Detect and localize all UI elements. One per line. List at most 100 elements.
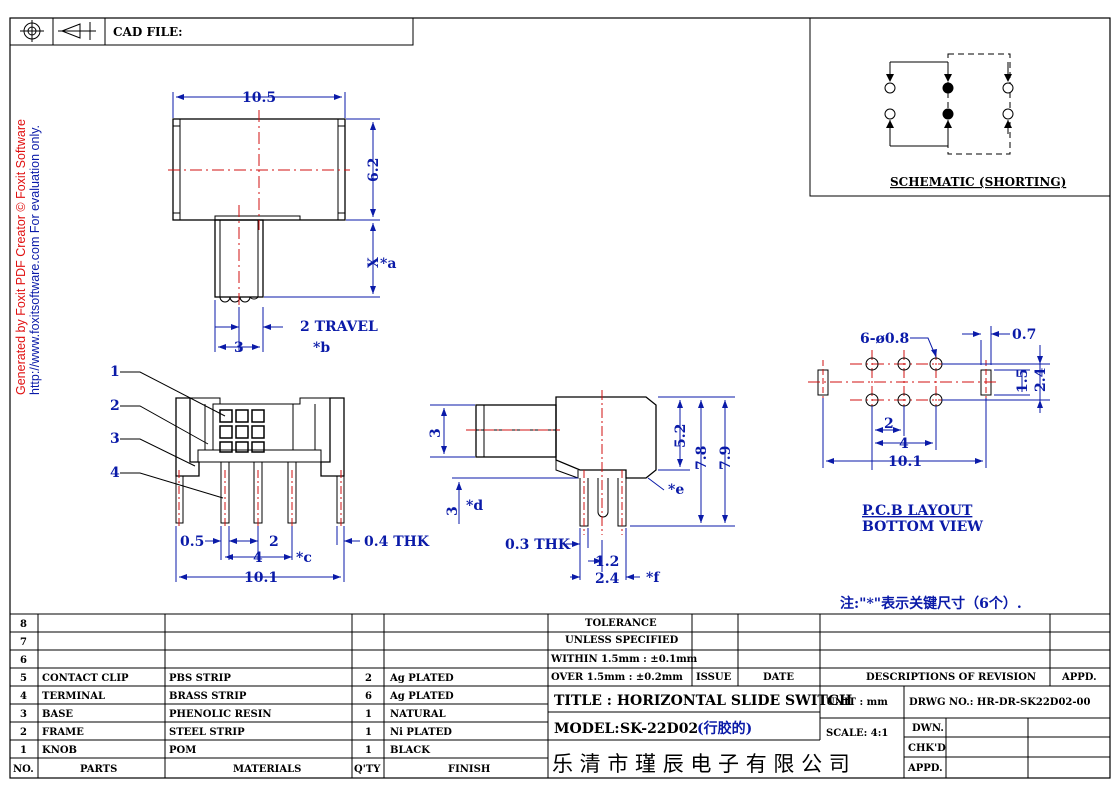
tolerance-l3: WITHIN 1.5mm : ±0.1mm <box>550 654 698 665</box>
pcb-15-dim: 1.5 <box>1015 369 1031 393</box>
rev-issue-label: ISSUE <box>696 672 732 683</box>
pcb-caption1: P.C.B LAYOUT <box>862 503 973 519</box>
side-79-dim: 7.9 <box>718 446 734 470</box>
bom-row-part: FRAME <box>42 727 84 738</box>
model-cn: (行胶的) <box>697 720 752 737</box>
bom-row-no: 5 <box>20 673 27 684</box>
bom-row-qty: 6 <box>365 691 372 702</box>
scale-label: SCALE: 4:1 <box>826 728 888 739</box>
bom-row-material: STEEL STRIP <box>169 727 245 738</box>
bom-head-part: PARTS <box>80 764 117 775</box>
side-52-dim: 5.2 <box>673 424 689 448</box>
watermark: Generated by Foxit PDF Creator © Foxit S… <box>14 119 42 395</box>
front-overall-dim: 10.1 <box>244 570 278 586</box>
front-c-note: *c <box>296 550 312 566</box>
schematic-caption: SCHEMATIC (SHORTING) <box>890 175 1066 189</box>
company-name: 乐 清 市 瑾 辰 电 子 有 限 公 司 <box>552 752 850 776</box>
bom-row-finish: Ag PLATED <box>389 691 454 702</box>
pcb-holes-dim: 6-ø0.8 <box>860 331 909 347</box>
front-thk-dim: 0.4 THK <box>364 534 430 550</box>
top-view: 10.5 6.2 X *a 2 TRAVEL *b 3 <box>168 90 396 356</box>
side-view: 3 5.2 7.8 7.9 *e 3 *d 0.3 THK 1.2 <box>428 390 735 587</box>
bom-head-no: NO. <box>13 764 34 775</box>
travel-note: *b <box>313 340 330 356</box>
bom-row-finish: BLACK <box>390 745 430 756</box>
bom-row-material: BRASS STRIP <box>169 691 247 702</box>
bom-row-part: TERMINAL <box>42 691 105 702</box>
rev-desc-label: DESCRIPTIONS OF REVISION <box>866 672 1036 683</box>
side-78-dim: 7.8 <box>694 446 710 470</box>
pcb-layout: 6-ø0.8 0.7 1.5 2.4 2 4 10. <box>808 326 1050 535</box>
bom-row-qty: 1 <box>365 745 372 756</box>
pcb-caption2: BOTTOM VIEW <box>862 519 983 535</box>
bom-head-finish: FINISH <box>448 764 490 775</box>
side-thk-dim: 0.3 THK <box>505 537 571 553</box>
travel-dim: 2 TRAVEL <box>300 319 378 335</box>
bom-row-finish: Ag PLATED <box>389 673 454 684</box>
bom-row-no: 7 <box>20 637 27 648</box>
cad-header: CAD FILE: <box>9 17 414 46</box>
appd-label: APPD. <box>907 763 943 774</box>
knob-width-dim: 3 <box>234 340 244 356</box>
drwg-number: DRWG NO.: HR-DR-SK22D02-00 <box>909 697 1091 708</box>
top-width-dim: 10.5 <box>242 90 276 106</box>
front-05-dim: 0.5 <box>180 534 204 550</box>
bom-row-part: CONTACT CLIP <box>42 673 129 684</box>
pcb-101-dim: 10.1 <box>888 454 922 470</box>
projection-symbol-icon <box>20 20 96 42</box>
bom-row-no: 2 <box>20 727 27 738</box>
unit-label: UNIT : mm <box>826 697 888 708</box>
pcb-4-dim: 4 <box>899 436 909 452</box>
schematic-diagram: SCHEMATIC (SHORTING) <box>809 17 1111 197</box>
bom-row-material: PBS STRIP <box>169 673 231 684</box>
side-12-dim: 1.2 <box>595 554 619 570</box>
side-f-note: *f <box>646 570 660 586</box>
bom-row-no: 4 <box>20 691 27 702</box>
bom-row-no: 6 <box>20 655 27 666</box>
bom-row-qty: 2 <box>365 673 372 684</box>
watermark-line2: http://www.foxitsoftware.com For evaluat… <box>28 125 42 395</box>
callout-1: 1 <box>110 364 120 380</box>
model-label: MODEL: <box>554 721 620 737</box>
side-d-note: *d <box>466 498 483 514</box>
front-2-dim: 2 <box>269 534 279 550</box>
side-3b-dim: 3 <box>445 506 461 516</box>
sheet-border <box>9 17 1111 779</box>
side-24-dim: 2.4 <box>595 571 620 587</box>
tolerance-l2: UNLESS SPECIFIED <box>565 635 679 646</box>
chkd-label: CHK'D <box>908 743 946 754</box>
bom-table: 8 7 6 5 CONTACT CLIP PBS STRIP 2 Ag PLAT… <box>10 613 1110 778</box>
callout-2: 2 <box>110 398 120 414</box>
bom-row-no: 1 <box>20 745 27 756</box>
rev-appd-label: APPD. <box>1061 672 1097 683</box>
bom-row-finish: NATURAL <box>390 709 446 720</box>
side-3-dim: 3 <box>428 428 444 438</box>
knob-grid <box>219 409 265 453</box>
bom-head-qty: Q'TY <box>354 764 381 775</box>
top-height-dim: 6.2 <box>366 158 382 182</box>
pcb-07-dim: 0.7 <box>1012 327 1036 343</box>
bom-row-no: 3 <box>20 709 27 720</box>
bom-head-material: MATERIALS <box>233 764 301 775</box>
tolerance-l1: TOLERANCE <box>585 618 657 629</box>
callout-4: 4 <box>110 465 120 481</box>
top-x-note: *a <box>380 256 396 272</box>
bom-row-material: POM <box>169 745 196 756</box>
bom-row-part: KNOB <box>42 745 77 756</box>
bom-row-qty: 1 <box>365 709 372 720</box>
model-number: SK-22D02 <box>620 721 698 737</box>
front-view: 1 2 3 4 0.5 2 0.4 THK 4 *c 10.1 <box>110 364 430 586</box>
bom-row-part: BASE <box>42 709 73 720</box>
side-e-note: *e <box>668 482 684 498</box>
bom-row-no: 8 <box>20 619 27 630</box>
cad-file-label: CAD FILE: <box>113 25 183 39</box>
key-dimension-note: 注:"*"表示关键尺寸（6个）. <box>840 595 1022 612</box>
drawing-title: TITLE : HORIZONTAL SLIDE SWITCH <box>554 693 852 709</box>
pcb-2-dim: 2 <box>884 416 894 432</box>
top-x-dim: X <box>366 257 382 268</box>
pcb-24-dim: 2.4 <box>1033 367 1049 392</box>
rev-date-label: DATE <box>763 672 794 683</box>
callout-3: 3 <box>110 431 120 447</box>
tolerance-l4: OVER 1.5mm : ±0.2mm <box>551 672 683 683</box>
